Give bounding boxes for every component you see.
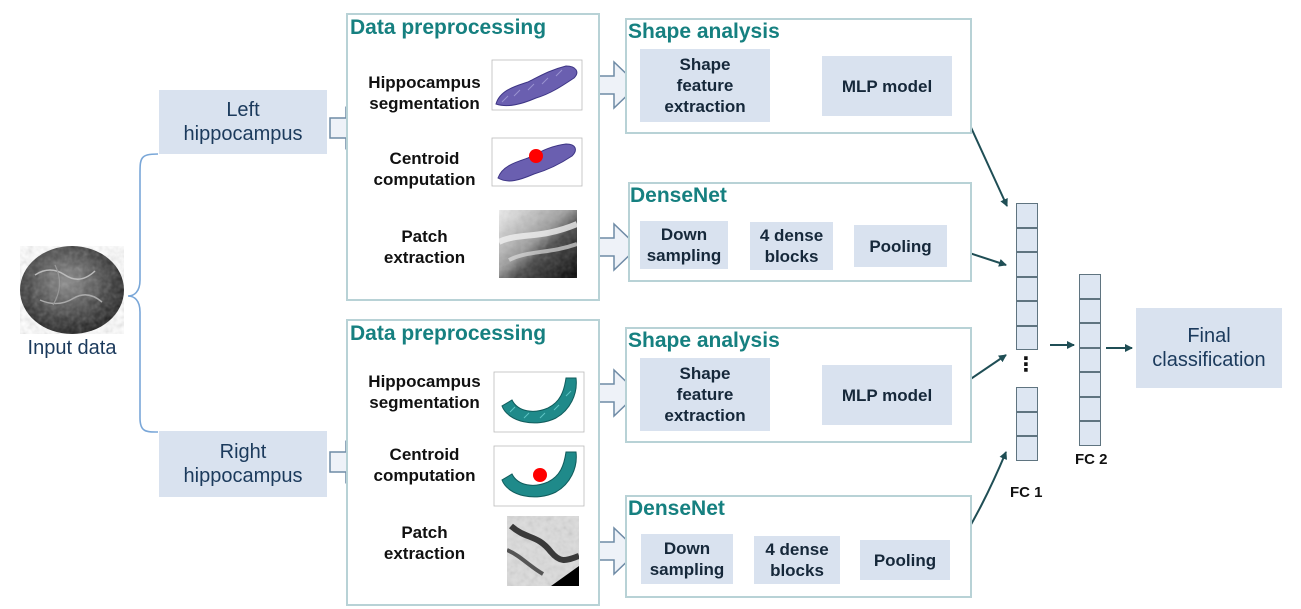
neuron-cell <box>1079 323 1101 348</box>
step-centroid: Centroid computation <box>373 445 476 485</box>
centroid-dot <box>533 468 547 482</box>
neuron-cell <box>1016 325 1038 350</box>
fc2-label: FC 2 <box>1075 451 1108 468</box>
neuron-cell <box>1079 274 1101 299</box>
centroid-3d-image <box>491 137 583 187</box>
step-segmentation: Hippocampus segmentation <box>368 73 481 113</box>
neuron-cell <box>1016 252 1038 277</box>
fc1-ellipsis: ⋮ <box>1016 354 1036 376</box>
final-classification-box: Final classification <box>1136 308 1282 388</box>
step-patch: Patch extraction <box>383 523 466 563</box>
right-hippocampus-box: Right hippocampus <box>159 431 327 497</box>
patch-image <box>507 516 579 586</box>
shape-feature-box: Shape feature extraction <box>640 49 770 122</box>
preprocessing-title: Data preprocessing <box>350 322 547 345</box>
brain-image <box>20 246 124 334</box>
fc1-label: FC 1 <box>1010 484 1043 501</box>
neuron-cell <box>1016 301 1038 326</box>
step-centroid: Centroid computation <box>373 149 476 189</box>
pooling-box: Pooling <box>854 225 947 267</box>
down-sampling-box: Down sampling <box>640 221 728 269</box>
densenet-title: DenseNet <box>628 497 725 520</box>
neuron-cell <box>1016 276 1038 301</box>
centroid-3d-image <box>493 445 585 507</box>
segmentation-3d-image <box>493 371 585 433</box>
shape-feature-box: Shape feature extraction <box>640 358 770 431</box>
neuron-cell <box>1016 387 1038 412</box>
mlp-model-box: MLP model <box>822 365 952 425</box>
left-hippocampus-box: Left hippocampus <box>159 90 327 154</box>
neuron-cell <box>1016 436 1038 461</box>
centroid-dot <box>529 149 543 163</box>
patch-image <box>499 210 577 278</box>
down-sampling-box: Down sampling <box>641 534 733 584</box>
dense-blocks-box: 4 dense blocks <box>754 536 840 584</box>
neuron-cell <box>1079 372 1101 397</box>
neuron-cell <box>1079 298 1101 323</box>
neuron-cell <box>1016 411 1038 436</box>
shape-analysis-title: Shape analysis <box>628 20 780 43</box>
neuron-cell <box>1016 227 1038 252</box>
dense-blocks-box: 4 dense blocks <box>750 222 833 270</box>
neuron-cell <box>1079 347 1101 372</box>
input-data-label: Input data <box>27 337 117 359</box>
mlp-model-box: MLP model <box>822 56 952 116</box>
neuron-cell <box>1016 203 1038 228</box>
shape-analysis-title: Shape analysis <box>628 329 780 352</box>
segmentation-3d-image <box>491 59 583 111</box>
branch-bracket <box>127 153 159 433</box>
step-patch: Patch extraction <box>383 227 466 267</box>
neuron-cell <box>1079 421 1101 446</box>
step-segmentation: Hippocampus segmentation <box>368 372 481 412</box>
pooling-box: Pooling <box>860 540 950 580</box>
neuron-cell <box>1079 396 1101 421</box>
densenet-title: DenseNet <box>630 184 727 207</box>
preprocessing-title: Data preprocessing <box>350 16 547 39</box>
